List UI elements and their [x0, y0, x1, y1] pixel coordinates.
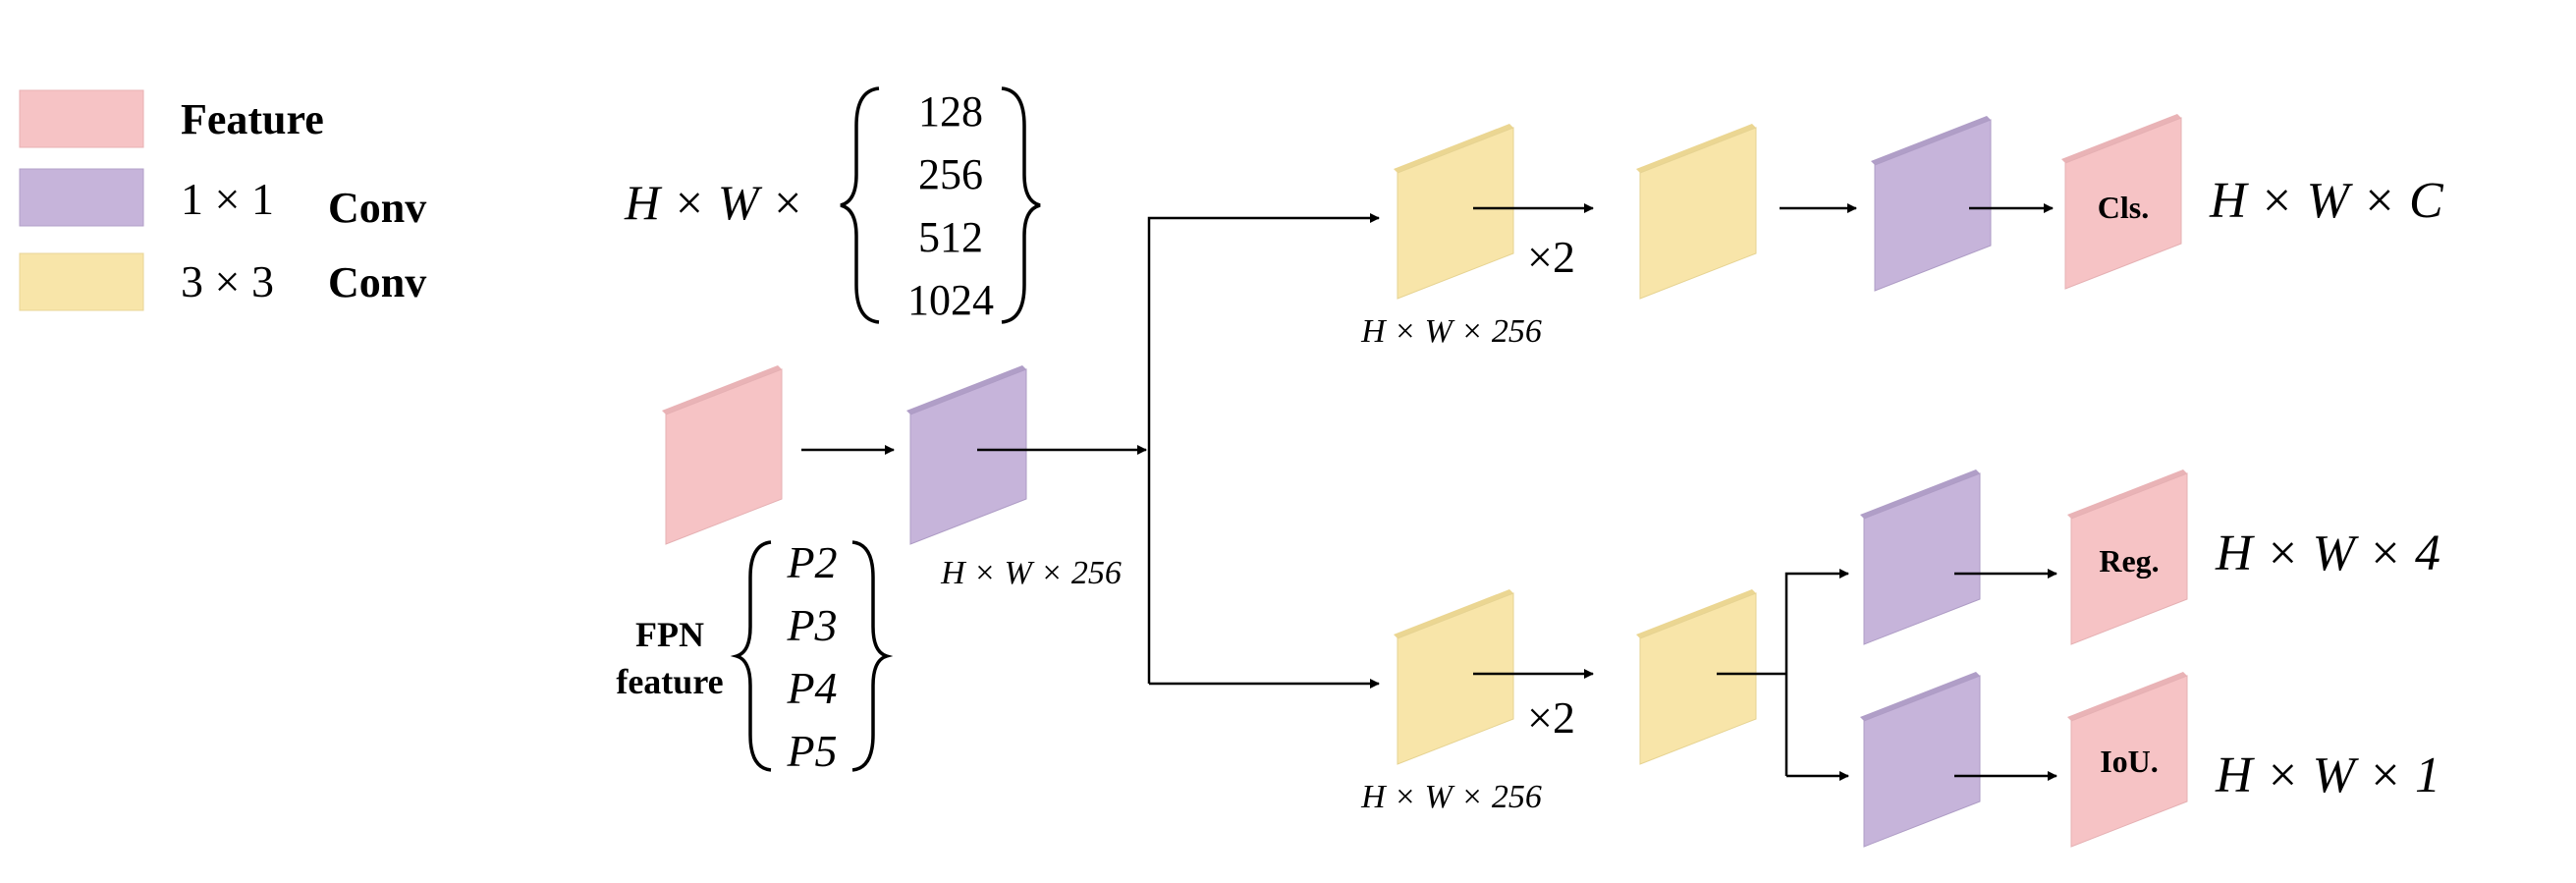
- top-conv3x3-block-2: [1636, 124, 1757, 300]
- legend-conv1x1-label: 1 × 1: [181, 174, 274, 224]
- fpn-level: P2: [786, 537, 837, 587]
- channel-value: 1024: [907, 276, 994, 324]
- legend-conv3x3-swatch: [19, 252, 144, 311]
- fpn-level: P3: [786, 600, 837, 650]
- iou-output-shape: H × W × 1: [2215, 747, 2440, 803]
- top-branch-shape-label: H × W × 256: [1360, 313, 1542, 350]
- channel-left-brace: [840, 86, 880, 324]
- top-conv3x3-block-1: [1394, 124, 1514, 300]
- reg-head-label: Reg.: [2099, 543, 2159, 579]
- input-shape-prefix: H × W ×: [624, 175, 804, 230]
- cls-head-label: Cls.: [2098, 190, 2149, 225]
- channel-value: 512: [918, 213, 983, 261]
- legend-conv1x1-conv: Conv: [328, 184, 426, 232]
- fpn-left-brace: [730, 540, 772, 772]
- input-channel-spec: H × W × 128 256 512 1024: [624, 86, 1041, 324]
- channel-right-brace: [1001, 86, 1041, 324]
- iou-head-block: IoU.: [2067, 672, 2188, 848]
- legend: Feature 1 × 1 Conv 3 × 3 Conv: [19, 89, 426, 311]
- cls-output-shape: H × W × C: [2209, 173, 2444, 229]
- legend-conv1x1-swatch: [19, 168, 144, 227]
- legend-feature-swatch: [19, 89, 144, 148]
- bottom-repeat-label: ×2: [1527, 692, 1575, 743]
- fpn-feature-spec: FPN feature P2 P3 P4 P5: [616, 537, 894, 776]
- connectors: [801, 203, 2057, 781]
- arrow-split-to-top: [1147, 213, 1380, 684]
- channel-value: 128: [918, 87, 983, 136]
- reg-output-shape: H × W × 4: [2215, 525, 2440, 581]
- bottom-conv3x3-block-1: [1394, 589, 1514, 765]
- top-repeat-label: ×2: [1527, 232, 1575, 282]
- cls-head-block: Cls.: [2061, 114, 2182, 290]
- channel-value: 256: [918, 150, 983, 198]
- fpn-right-brace: [851, 540, 894, 772]
- reduce-shape-label: H × W × 256: [940, 555, 1122, 591]
- fpn-level: P4: [786, 663, 837, 713]
- legend-conv3x3-label: 3 × 3: [181, 256, 274, 306]
- bottom-conv3x3-block-2: [1636, 589, 1757, 765]
- fpn-level: P5: [786, 726, 837, 776]
- fpn-label-feature: feature: [616, 662, 723, 701]
- legend-conv3x3-conv: Conv: [328, 258, 426, 306]
- reg-conv1x1-block: [1860, 469, 1981, 645]
- iou-conv1x1-block: [1860, 672, 1981, 848]
- reduce-conv1x1-block: [906, 365, 1027, 545]
- iou-head-label: IoU.: [2100, 744, 2159, 779]
- legend-feature-label: Feature: [181, 95, 324, 143]
- reg-head-block: Reg.: [2067, 469, 2188, 645]
- arrow-fork-to-reg: [1784, 569, 1849, 776]
- top-conv1x1-block: [1871, 116, 1992, 292]
- bottom-branch-shape-label: H × W × 256: [1360, 779, 1542, 815]
- input-feature-block: [662, 365, 783, 545]
- fpn-label: FPN: [635, 615, 704, 654]
